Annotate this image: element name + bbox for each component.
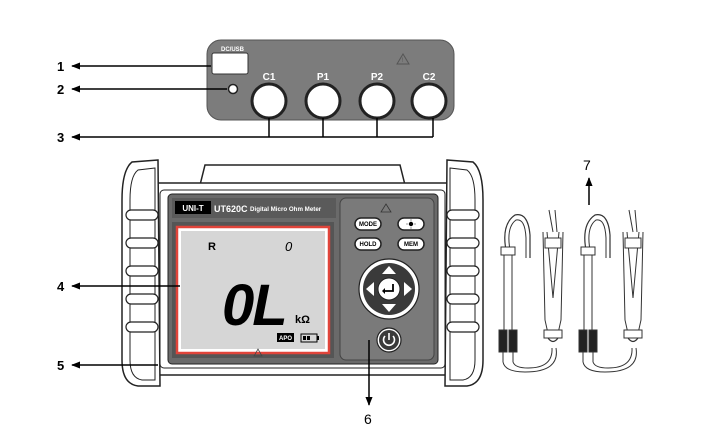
dpad[interactable] bbox=[358, 258, 420, 320]
battery-icon bbox=[300, 333, 319, 343]
mem-button[interactable]: MEM bbox=[397, 237, 425, 251]
mode-button-label: MODE bbox=[359, 222, 377, 228]
brand-logo bbox=[175, 201, 211, 214]
lcd-index: 0 bbox=[285, 239, 293, 254]
hold-button[interactable]: HOLD bbox=[354, 237, 382, 251]
warning-icon bbox=[396, 53, 410, 65]
backlight-button[interactable] bbox=[397, 217, 425, 231]
jack-p2: P2 bbox=[358, 72, 396, 120]
jack-label: C2 bbox=[423, 72, 436, 83]
left-arrow-icon[interactable] bbox=[366, 282, 374, 296]
test-leads bbox=[498, 209, 644, 373]
enter-icon bbox=[385, 284, 394, 292]
jack-c1: C1 bbox=[250, 72, 288, 120]
mem-button-label: MEM bbox=[404, 242, 418, 248]
right-arrow-icon[interactable] bbox=[404, 282, 412, 296]
jack-label: P2 bbox=[371, 72, 384, 83]
power-button[interactable] bbox=[376, 327, 402, 353]
left-grip bbox=[121, 159, 161, 387]
jack-label: C1 bbox=[263, 72, 276, 83]
mode-button[interactable]: MODE bbox=[354, 217, 382, 231]
brand-text: UNI-T bbox=[182, 204, 203, 213]
jack-c2: C2 bbox=[410, 72, 448, 120]
svg-text:!: ! bbox=[402, 58, 404, 64]
model-name: UT620C bbox=[214, 204, 248, 214]
lcd-display: R 0 0L kΩ APO bbox=[172, 222, 334, 358]
callout-6: 6 bbox=[364, 411, 372, 427]
top-panel: DC/USB ! C1 P1 P2 C2 bbox=[206, 39, 455, 121]
control-panel: MODE HOLD MEM bbox=[339, 197, 435, 361]
test-lead-set-1 bbox=[498, 209, 564, 373]
callout-3: 3 bbox=[57, 130, 64, 145]
dcusb-port bbox=[211, 52, 249, 75]
callout-1: 1 bbox=[57, 59, 64, 74]
lcd-mode: R bbox=[208, 241, 216, 253]
hold-button-label: HOLD bbox=[360, 242, 378, 248]
enter-button[interactable] bbox=[377, 277, 401, 301]
callout-lines-top bbox=[71, 62, 434, 141]
jack-label: P1 bbox=[317, 72, 330, 83]
callout-5: 5 bbox=[57, 358, 64, 373]
meter-body: UNI-T UT620C Digital Micro Ohm Meter R 0… bbox=[121, 159, 484, 387]
power-icon bbox=[382, 335, 396, 347]
callout-lines-body bbox=[71, 282, 373, 406]
lcd-reading: 0L bbox=[222, 273, 286, 338]
callout-2: 2 bbox=[57, 82, 64, 97]
callout-4: 4 bbox=[57, 279, 65, 294]
right-grip bbox=[444, 159, 484, 387]
dcusb-port-label: DC/USB bbox=[221, 47, 245, 53]
backlight-icon bbox=[408, 221, 414, 227]
lcd-unit: kΩ bbox=[295, 314, 310, 326]
lcd-apo: APO bbox=[279, 336, 292, 342]
indicator-hole bbox=[227, 83, 239, 95]
down-arrow-icon[interactable] bbox=[382, 304, 396, 312]
test-lead-set-2 bbox=[578, 209, 644, 373]
up-arrow-icon[interactable] bbox=[382, 266, 396, 274]
meter-title: Digital Micro Ohm Meter bbox=[250, 206, 322, 213]
callout-7: 7 bbox=[583, 157, 591, 173]
